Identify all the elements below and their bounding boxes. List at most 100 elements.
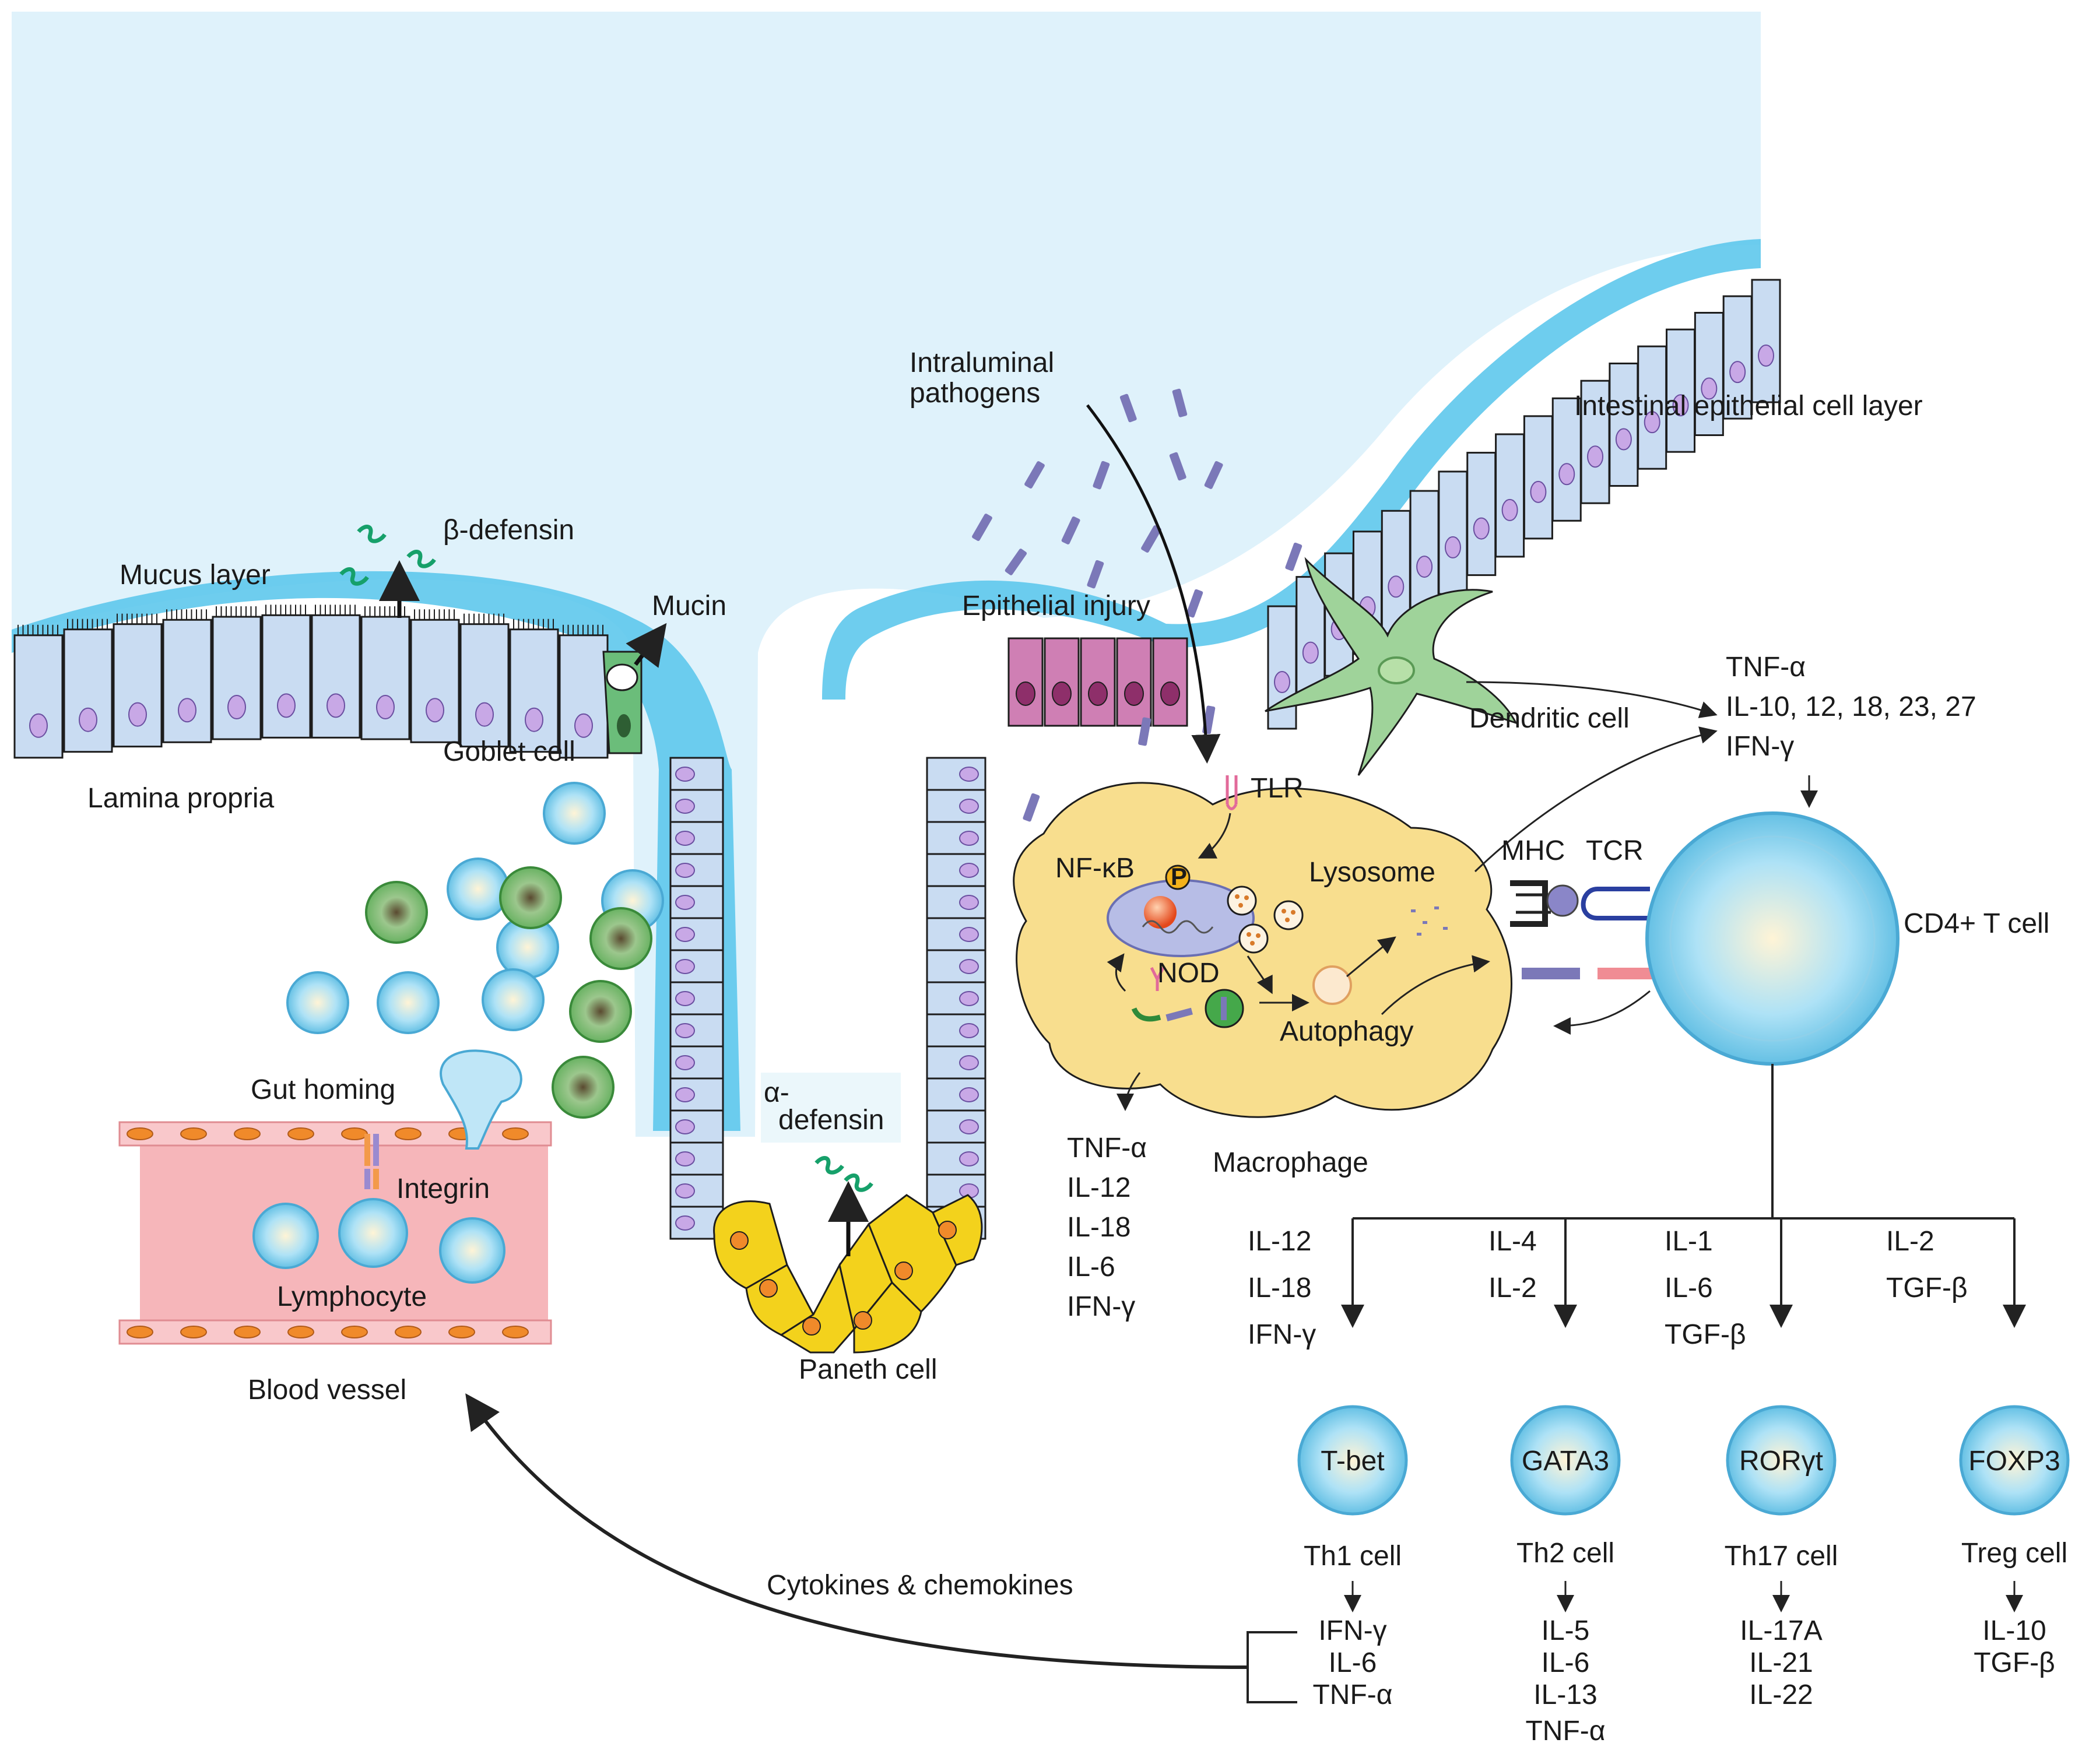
label-autophagy: Autophagy (1280, 1016, 1414, 1047)
th17-output: IL-21 (1749, 1647, 1813, 1678)
th1-output: IFN-γ (1318, 1615, 1386, 1646)
pathogen-rod (1061, 516, 1080, 544)
th1-output-bracket (1247, 1631, 1297, 1703)
macrophage (1013, 775, 1512, 1118)
cell-nucleus (277, 693, 296, 718)
dc-cytokine-item: TNF-α (1726, 652, 1806, 683)
th17-input: IL-1 (1665, 1226, 1713, 1257)
epithelial-cell (1694, 312, 1724, 437)
treg-input: IL-2 (1886, 1226, 1934, 1257)
cell-nucleus (675, 959, 695, 974)
intestinal-lumen (12, 12, 1761, 1137)
th17-input: IL-6 (1665, 1273, 1713, 1303)
cell-nucleus (675, 1055, 695, 1070)
endothelial-nucleus (341, 1127, 368, 1140)
label-beta-defensin: β-defensin (443, 515, 574, 546)
tf-foxp3: FOXP3 (1968, 1446, 2060, 1477)
cell-nucleus (1124, 681, 1144, 706)
dc-cytokine-arrow (1466, 681, 1718, 718)
label-macrophage: Macrophage (1213, 1147, 1368, 1178)
cell-nucleus (675, 1183, 695, 1199)
endothelial-nucleus (448, 1326, 475, 1338)
cell-nucleus (1274, 671, 1290, 693)
tf-tbet: T-bet (1321, 1446, 1384, 1477)
th2-outputs: IL-5 IL-6 IL-13 TNF-α (1525, 1615, 1605, 1747)
cell-nucleus (1052, 681, 1072, 706)
epithelial-cell (1609, 363, 1639, 487)
macrophage-cytokine-list: TNF-α IL-12 IL-18 IL-6 IFN-γ (1067, 1133, 1147, 1322)
treg-output: TGF-β (1974, 1647, 2055, 1678)
endothelial-nucleus (180, 1127, 207, 1140)
label-blood-vessel: Blood vessel (248, 1375, 406, 1405)
alpha-defensin-panel (761, 1073, 901, 1143)
endothelial-nucleus (127, 1127, 153, 1140)
pathogens (972, 388, 1302, 824)
pathogen-rod (1119, 393, 1137, 423)
cell-nucleus (1160, 681, 1180, 706)
cell-nucleus (959, 1151, 979, 1166)
cell-nucleus (959, 767, 979, 782)
cell-nucleus (29, 713, 48, 738)
cell-nucleus (675, 831, 695, 846)
th-output-arrows (1344, 1581, 2023, 1612)
epithelial-cell (1523, 415, 1553, 540)
macrophage-cytokine-arrow (1474, 726, 1718, 873)
label-lamina-propria: Lamina propria (87, 783, 274, 814)
label-lysosome: Lysosome (1309, 857, 1435, 888)
label-nfkb: NF-κB (1055, 853, 1135, 884)
lymphocyte-cell (482, 968, 545, 1031)
mucus-layer (12, 571, 740, 1131)
epithelial-cell (63, 628, 113, 753)
cell-nucleus (675, 1087, 695, 1102)
alpha-defensin-molecules (814, 1156, 873, 1192)
cell-nucleus (675, 927, 695, 942)
macrophage-cytokine-item: IL-12 (1067, 1172, 1130, 1203)
dc-cytokine-item: IFN-γ (1726, 731, 1794, 762)
epithelial-cell (1722, 295, 1753, 420)
epithelial-cell (1409, 490, 1440, 614)
mucin-arrow (626, 623, 667, 668)
pathogen-rod (1186, 589, 1203, 618)
cell-nucleus (1501, 498, 1518, 521)
th17-outputs: IL-17A IL-21 IL-22 (1740, 1615, 1822, 1710)
label-intestinal-epithelial-layer: Intestinal epithelial cell layer (1574, 391, 1923, 421)
th1-input: IFN-γ (1248, 1319, 1316, 1350)
endothelial-nucleus (287, 1127, 314, 1140)
cell-nucleus (675, 1151, 695, 1166)
cell-nucleus (959, 991, 979, 1006)
label-integrin: Integrin (396, 1173, 490, 1204)
granulocyte-cell (589, 907, 652, 970)
th1-output: IL-6 (1329, 1647, 1377, 1678)
epithelial-cell (1438, 470, 1468, 595)
pathogen-rod (1141, 525, 1161, 553)
epithelial-cell (1495, 433, 1525, 558)
th2-input: IL-4 (1488, 1226, 1537, 1257)
epithelial-cell (1466, 452, 1497, 577)
macrophage-cytokine-item: IL-18 (1067, 1212, 1130, 1243)
cell-nucleus (1729, 361, 1746, 384)
label-paneth-cell: Paneth cell (799, 1354, 938, 1385)
cell-nucleus (1444, 536, 1461, 558)
cell-nucleus (959, 959, 979, 974)
cell-nucleus (675, 895, 695, 910)
cell-nucleus (959, 895, 979, 910)
th2-input: IL-2 (1488, 1273, 1537, 1303)
tf-rorgt: RORγt (1739, 1446, 1823, 1477)
cell-nucleus (675, 799, 695, 814)
cell-nucleus (959, 1023, 979, 1038)
crypt-cell (926, 1141, 986, 1176)
macrophage-cytokine-item: IL-6 (1067, 1252, 1115, 1282)
cell-nucleus (1302, 641, 1319, 664)
treg-output: IL-10 (1982, 1615, 2046, 1646)
cell-nucleus (1088, 681, 1108, 706)
differentiation-tree (1341, 1064, 2026, 1328)
crypt-wall-left (669, 757, 724, 1240)
cell-nucleus (675, 863, 695, 878)
cell-nucleus (426, 698, 444, 723)
integrin (364, 1134, 379, 1189)
treg-inputs: IL-2 TGF-β (1886, 1226, 1968, 1303)
macrophage-secretion-arrow (1117, 1072, 1141, 1111)
pathogen-rod (1138, 717, 1151, 746)
cell-name-th2: Th2 cell (1516, 1538, 1614, 1569)
th17-input: TGF-β (1665, 1319, 1746, 1350)
